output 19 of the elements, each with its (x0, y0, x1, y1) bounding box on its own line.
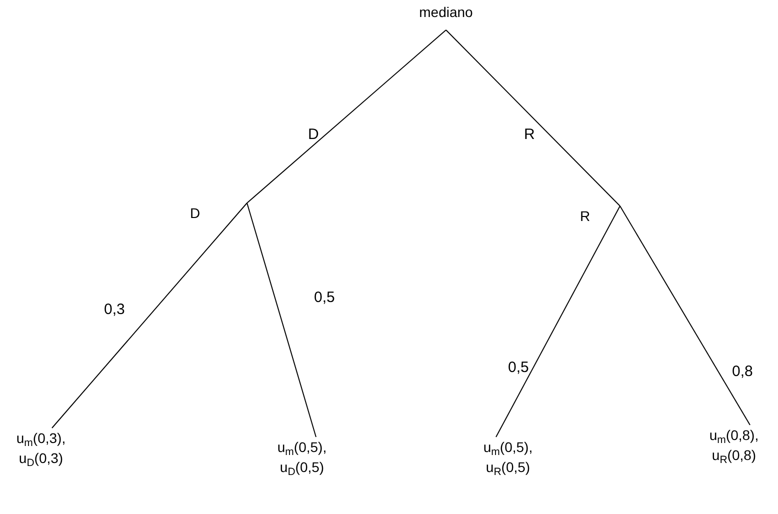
edge-label: 0,5 (508, 360, 529, 375)
payoff-text: u$_{m}$(0,3), u$_{D}$(0,3) (15, 429, 67, 468)
edge-label: 0,3 (104, 302, 125, 317)
branch-line (620, 206, 750, 426)
edge-label: 0,8 (732, 364, 753, 379)
edge-label: 0,5 (314, 290, 335, 305)
node-label: mediano (418, 3, 474, 22)
branch-line (52, 202, 248, 428)
branch-line (246, 202, 316, 438)
payoff-text: u$_{m}$(0,5), u$_{D}$(0,5) (276, 438, 328, 477)
edge-label: D (308, 127, 319, 142)
node-label: D (190, 204, 202, 223)
branch-line (446, 30, 620, 206)
branch-line (496, 206, 620, 438)
node-label: R (580, 207, 592, 226)
edge-label: R (524, 127, 535, 142)
payoff-text: u$_{m}$(0,8), u$_{R}$(0,8) (708, 426, 760, 465)
branch-line (246, 30, 446, 204)
payoff-text: u$_{m}$(0,5), u$_{R}$(0,5) (482, 438, 534, 477)
